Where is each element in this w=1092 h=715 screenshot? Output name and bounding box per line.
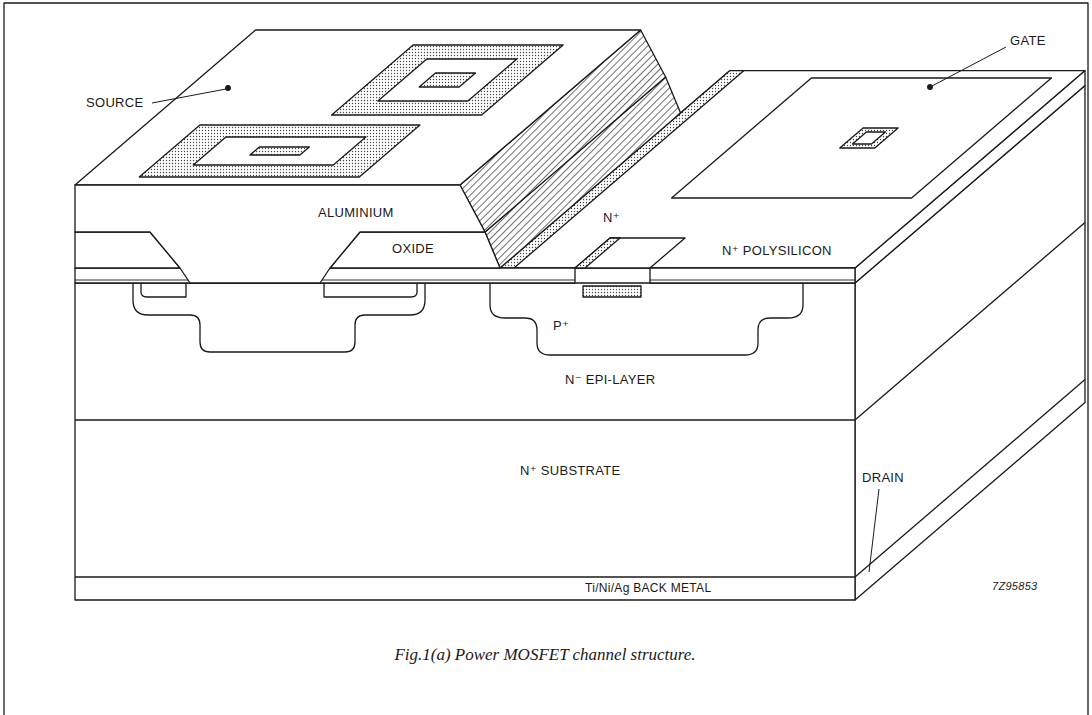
poly-hole — [840, 128, 898, 148]
part-label: ALUMINIUM — [318, 205, 394, 220]
layer-name: N⁺ SUBSTRATE — [520, 463, 621, 478]
poly-window-wall — [575, 238, 620, 268]
part-label: GATE — [1010, 33, 1046, 48]
part-label: N⁺ — [603, 210, 620, 225]
layer-boundary — [75, 419, 855, 420]
leader-line — [869, 489, 879, 572]
gate-oxide-line — [75, 280, 575, 281]
leader-dot — [226, 86, 231, 91]
part-label: SOURCE — [86, 95, 143, 110]
gate-oxide-line — [650, 280, 855, 281]
silicon-front-face — [75, 283, 855, 600]
p-well-outline — [133, 283, 425, 352]
poly-window — [575, 238, 685, 268]
leader-line — [932, 47, 1006, 86]
part-label: N⁺ POLYSILICON — [722, 243, 832, 258]
contact-pit-floor — [419, 73, 475, 87]
contact-pit-step — [378, 59, 517, 101]
part-label: 7Z95853 — [992, 580, 1038, 592]
layer-name: N⁻ EPI-LAYER — [565, 372, 655, 387]
figure-frame — [4, 3, 1088, 715]
n-region-block — [583, 286, 641, 297]
n-source-outline — [141, 283, 186, 297]
layer-band: N⁺ SUBSTRATE — [75, 420, 855, 577]
leader-dot — [928, 85, 933, 90]
aluminium-top-surface — [75, 30, 641, 185]
aluminium-front-face — [75, 185, 485, 283]
layer-band: N⁻ EPI-LAYER — [75, 283, 855, 420]
contact-pit-step — [193, 137, 366, 165]
layer-band: Ti/Ni/Ag BACK METAL — [75, 577, 855, 600]
figure-caption: Fig.1(a) Power MOSFET channel structure. — [394, 645, 695, 665]
layer-name: Ti/Ni/Ag BACK METAL — [585, 581, 711, 595]
part-label: DRAIN — [862, 470, 904, 485]
leader-line — [152, 89, 226, 103]
contact-pit-floor — [250, 147, 309, 155]
p-well-outline — [490, 283, 803, 355]
part-label: OXIDE — [392, 241, 434, 256]
layer-boundary — [75, 576, 855, 577]
side-layer-line — [855, 380, 1085, 577]
cell-outline — [672, 78, 1052, 198]
poly-hole-floor — [853, 132, 886, 144]
part-label: P⁺ — [553, 318, 569, 333]
n-source-outline — [324, 283, 417, 297]
poly-front-face — [650, 268, 855, 283]
contact-pit — [139, 125, 420, 177]
contact-pit — [332, 45, 563, 115]
